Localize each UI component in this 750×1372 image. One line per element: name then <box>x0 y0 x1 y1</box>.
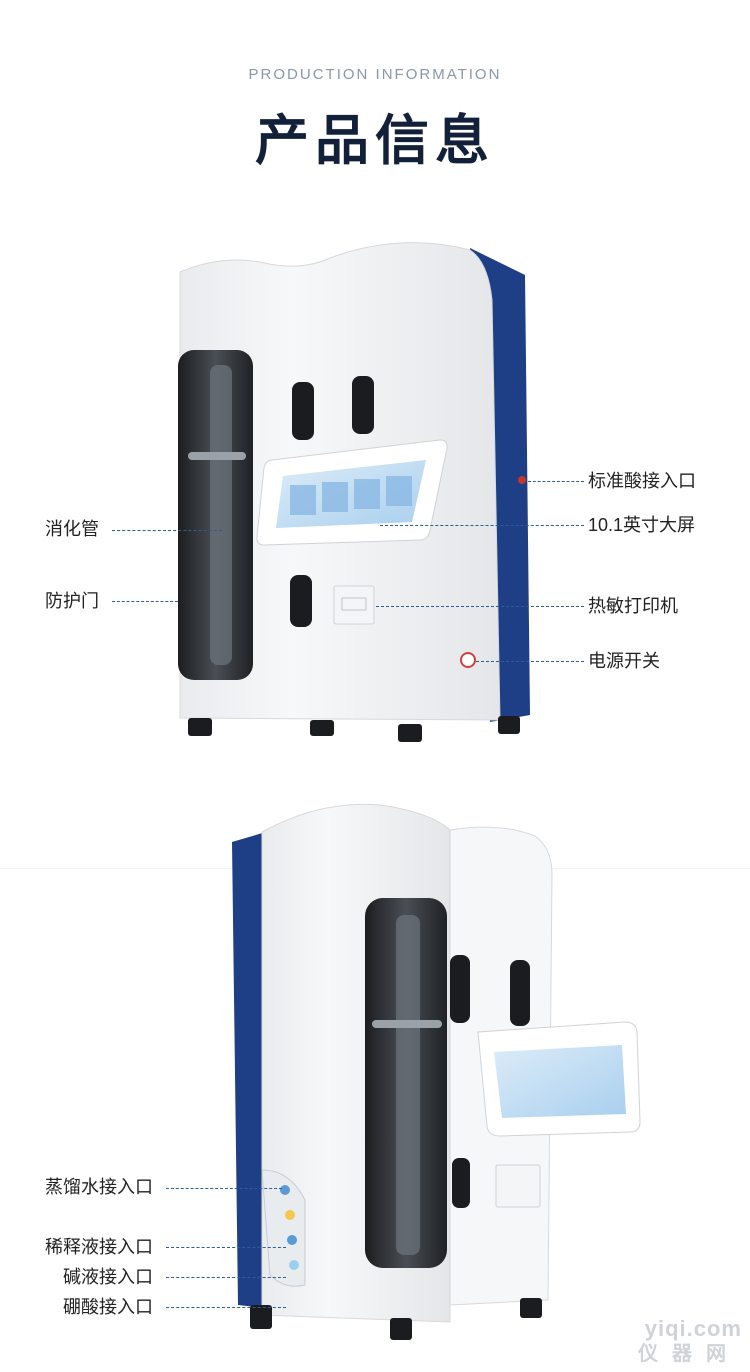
leader-boric-acid-inlet <box>166 1307 286 1308</box>
section-subtitle: PRODUCTION INFORMATION <box>248 66 502 83</box>
label-alkali-inlet: 碱液接入口 <box>63 1267 153 1287</box>
leader-printer <box>376 606 584 607</box>
label-screen: 10.1英寸大屏 <box>588 515 696 535</box>
device-front-illustration <box>178 242 530 742</box>
section-title: 产品信息 <box>255 111 495 171</box>
watermark-brand: 仪器网 <box>638 1343 740 1365</box>
leader-distilled-water-inlet <box>166 1188 282 1189</box>
label-boric-acid-inlet: 硼酸接入口 <box>63 1297 153 1317</box>
leader-protective-door <box>112 601 178 602</box>
leader-alkali-inlet <box>166 1277 286 1278</box>
label-digestion-tube: 消化管 <box>45 519 99 539</box>
leader-power-switch <box>476 661 584 662</box>
leader-screen <box>380 525 584 526</box>
label-printer: 热敏打印机 <box>588 596 678 616</box>
label-diluent-inlet: 稀释液接入口 <box>45 1237 153 1257</box>
leader-diluent-inlet <box>166 1247 286 1248</box>
watermark-domain: yiqi.com <box>644 1316 742 1341</box>
label-protective-door: 防护门 <box>45 591 99 611</box>
label-distilled-water-inlet: 蒸馏水接入口 <box>45 1177 153 1197</box>
label-power-switch: 电源开关 <box>588 651 660 671</box>
leader-acid-inlet <box>528 481 584 482</box>
device-side-illustration <box>232 803 641 1340</box>
label-acid-inlet: 标准酸接入口 <box>588 471 696 491</box>
leader-digestion-tube <box>112 530 222 531</box>
